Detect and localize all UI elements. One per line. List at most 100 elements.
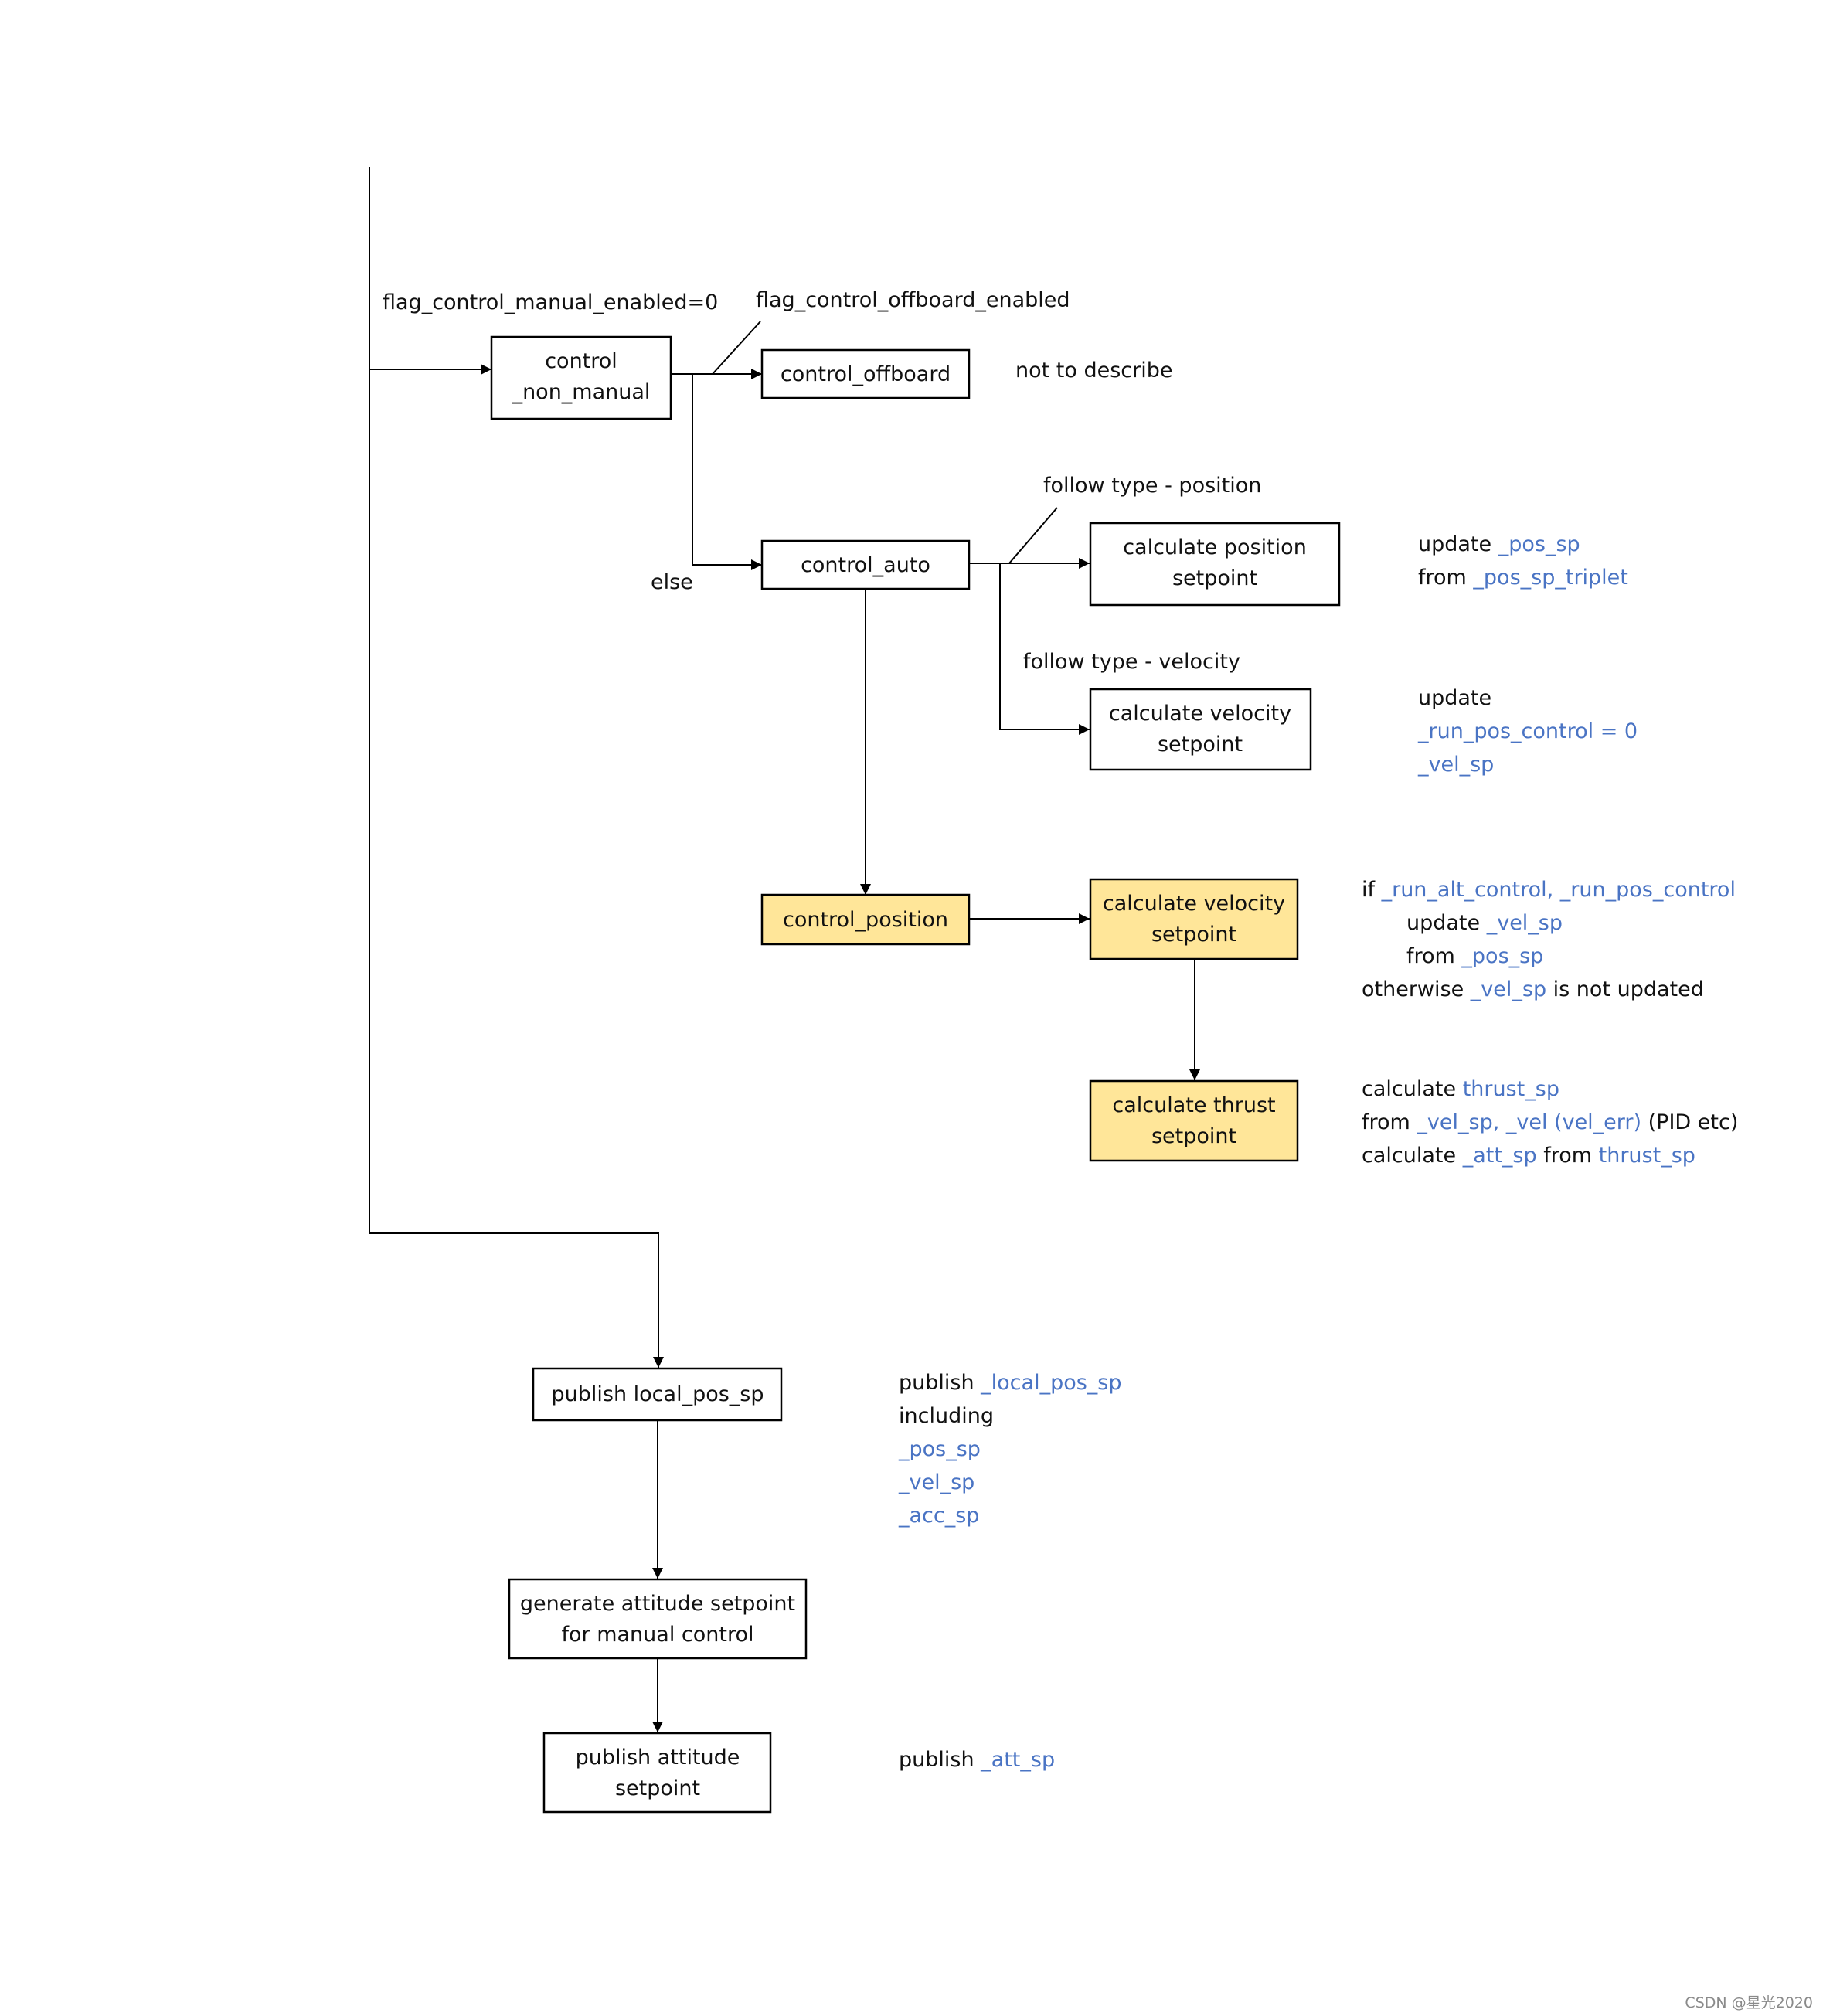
note-variable: _pos_sp [1498, 532, 1580, 556]
note-text: from [1418, 566, 1473, 590]
node-label-line: setpoint [1158, 733, 1243, 756]
note-text: update [1418, 532, 1498, 556]
node-box [1089, 878, 1299, 960]
edge-non-manual-to-auto [692, 374, 762, 570]
note-variable: _local_pos_sp [980, 1371, 1121, 1395]
node-label-line: calculate velocity [1103, 892, 1285, 916]
note-velocity-follow: update _run_pos_control = 0 _vel_sp [1417, 686, 1638, 777]
note-line: publish _att_sp [899, 1748, 1055, 1772]
node-label-line: control_position [783, 908, 948, 932]
node-box [532, 1367, 783, 1422]
note-line: if _run_alt_control, _run_pos_control [1362, 878, 1736, 902]
node-box [1089, 688, 1312, 771]
label-offboard-flag: flag_control_offboard_enabled [756, 288, 1070, 312]
note-variable: _pos_sp [898, 1437, 981, 1461]
node-box [760, 893, 971, 946]
node-generate-attitude-setpoint: generate attitude setpoint for manual co… [508, 1578, 808, 1660]
label-follow-velocity: follow type - velocity [1023, 650, 1240, 674]
note-line: _vel_sp [898, 1470, 974, 1494]
edge-auto-to-calc-vel-follow [999, 563, 1090, 735]
note-variable: _run_pos_control = 0 [1417, 719, 1638, 743]
note-text: publish [899, 1748, 981, 1772]
note-line: from _pos_sp [1406, 944, 1543, 968]
note-text: update [1406, 911, 1487, 935]
note-line: _acc_sp [898, 1504, 979, 1528]
node-label-line: for manual control [562, 1623, 754, 1647]
note-variable: _acc_sp [898, 1504, 979, 1528]
note-variable: thrust_sp [1463, 1077, 1559, 1101]
node-label-line: setpoint [1151, 1124, 1236, 1148]
note-text: is not updated [1546, 977, 1704, 1001]
note-line: otherwise _vel_sp is not updated [1362, 977, 1704, 1001]
note-variable: _vel_sp, _vel (vel_err) [1416, 1110, 1641, 1134]
note-text: from [1362, 1110, 1417, 1134]
note-line: _run_pos_control = 0 [1417, 719, 1638, 743]
node-label-line: calculate velocity [1109, 702, 1291, 726]
note-variable: thrust_sp [1599, 1144, 1695, 1168]
node-label-line: setpoint [1151, 923, 1236, 947]
note-variable: _att_sp [1462, 1144, 1537, 1168]
node-calculate-thrust-setpoint: calculate thrust setpoint [1089, 1079, 1299, 1162]
label-else: else [651, 570, 693, 594]
node-calculate-position-setpoint: calculate position setpoint [1089, 522, 1341, 607]
note-variable: _pos_sp [1461, 944, 1543, 968]
node-box [508, 1578, 808, 1660]
main-trunk-line [369, 167, 664, 1368]
node-calculate-velocity-setpoint-follow: calculate velocity setpoint [1089, 688, 1312, 771]
node-calculate-velocity-setpoint: calculate velocity setpoint [1089, 878, 1299, 960]
note-line: calculate thrust_sp [1362, 1077, 1559, 1101]
edge-offboard-label-leader [712, 321, 761, 375]
note-variable: _run_alt_control, _run_pos_control [1381, 878, 1736, 902]
note-line: update _vel_sp [1406, 911, 1563, 935]
note-line: including [899, 1404, 994, 1428]
watermark: CSDN @星光2020 [1685, 1994, 1813, 2011]
node-control-offboard: control_offboard [760, 348, 971, 399]
note-text: (PID etc) [1641, 1110, 1738, 1134]
note-line: from _vel_sp, _vel (vel_err) (PID etc) [1362, 1110, 1738, 1134]
connectors [369, 167, 1200, 1732]
note-variable: _vel_sp [1470, 977, 1546, 1001]
note-variable: _att_sp [980, 1748, 1055, 1772]
node-box [1089, 522, 1341, 607]
note-text: calculate [1362, 1077, 1463, 1101]
node-publish-attitude-setpoint: publish attitude setpoint [542, 1732, 772, 1814]
node-box [490, 335, 672, 420]
note-text: otherwise [1362, 977, 1471, 1001]
label-follow-position: follow type - position [1043, 474, 1261, 498]
label-manual-flag: flag_control_manual_enabled=0 [383, 291, 718, 314]
node-label-line: publish attitude [576, 1746, 740, 1770]
node-label-line: _non_manual [512, 380, 651, 404]
note-line: _vel_sp [1417, 753, 1494, 777]
node-control-non-manual: control _non_manual [490, 335, 672, 420]
note-variable: _pos_sp_triplet [1472, 566, 1627, 590]
node-label-line: control_offboard [781, 362, 951, 386]
note-line: publish _local_pos_sp [899, 1371, 1122, 1395]
node-label-line: calculate thrust [1112, 1093, 1275, 1117]
node-control-position: control_position [760, 893, 971, 946]
node-box [760, 348, 971, 399]
note-text: from [1406, 944, 1461, 968]
node-label-line: control [545, 349, 617, 373]
node-publish-local-pos-sp: publish local_pos_sp [532, 1367, 783, 1422]
note-publish-local-pos-sp: publish _local_pos_sp including _pos_sp _ve… [898, 1371, 1122, 1528]
note-line: calculate _att_sp from thrust_sp [1362, 1144, 1695, 1168]
note-text: publish [899, 1371, 981, 1395]
node-control-auto: control_auto [760, 539, 971, 590]
note-not-to-describe: not to describe [1015, 359, 1173, 382]
note-velocity-setpoint: if _run_alt_control, _run_pos_controlupd… [1362, 878, 1736, 1001]
note-text: calculate [1362, 1144, 1463, 1168]
node-label-line: setpoint [615, 1776, 700, 1800]
node-box [1089, 1079, 1299, 1162]
node-box [760, 539, 971, 590]
node-label-line: generate attitude setpoint [520, 1592, 795, 1616]
edge-position-label-leader [1008, 507, 1058, 564]
note-variable: _vel_sp [1417, 753, 1494, 777]
note-line: update [1418, 686, 1491, 710]
node-box [542, 1732, 772, 1814]
note-publish-att-sp: publish _att_sp [899, 1748, 1055, 1772]
note-variable: _vel_sp [1486, 911, 1563, 935]
note-text: from [1537, 1144, 1599, 1168]
node-label-line: control_auto [801, 553, 930, 577]
